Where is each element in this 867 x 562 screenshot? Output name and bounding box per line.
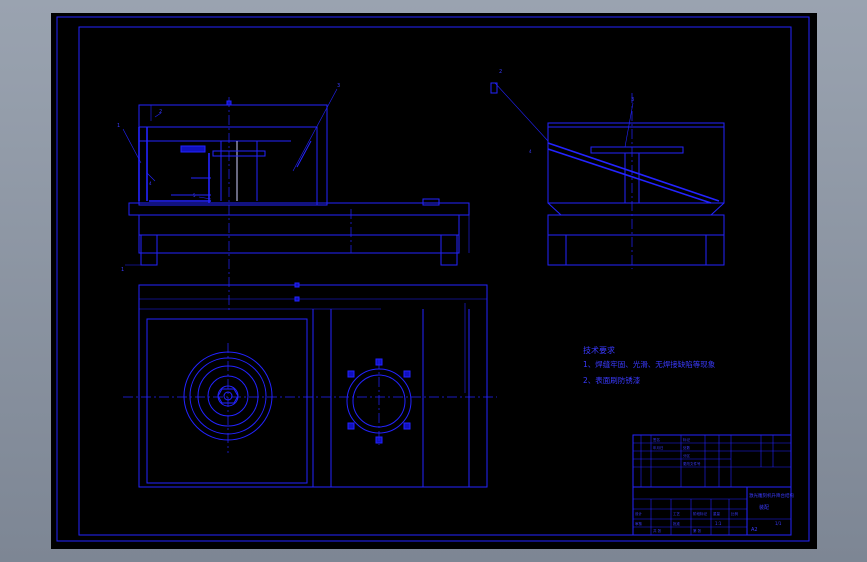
svg-text:比例: 比例 [731, 511, 739, 516]
svg-text:2: 2 [159, 109, 162, 115]
svg-text:第 张: 第 张 [693, 528, 702, 533]
svg-text:3: 3 [337, 83, 340, 89]
svg-text:1: 1 [121, 267, 124, 273]
tech-line-1: 1、焊缝牢固、光滑、无焊接缺陷等现象 [583, 359, 716, 369]
inner-frame [78, 26, 792, 536]
svg-text:3: 3 [631, 97, 634, 103]
svg-text:2: 2 [499, 69, 502, 75]
svg-text:1/1: 1/1 [775, 521, 782, 526]
svg-text:A2: A2 [751, 527, 758, 533]
svg-text:共 张: 共 张 [653, 528, 662, 533]
svg-text:签名: 签名 [653, 437, 660, 442]
svg-text:4: 4 [149, 181, 152, 186]
drawing-canvas[interactable]: 1 2 3 4 5 1 [51, 13, 817, 549]
svg-text:重量: 重量 [713, 511, 721, 516]
svg-text:工艺: 工艺 [673, 511, 681, 516]
front-view: 1 2 3 4 5 1 [117, 83, 470, 313]
title-block: 标记 处数 分区 更改文件号 签名 年月日 设计 审核 工艺 批准 阶段标记 重… [632, 434, 794, 536]
svg-text:审核: 审核 [635, 521, 643, 526]
technical-requirements: 技术要求 1、焊缝牢固、光滑、无焊接缺陷等现象 2、表面刷防锈漆 [583, 345, 716, 385]
top-view [123, 282, 497, 488]
side-view: 2 3 4 [490, 69, 725, 269]
svg-text:处数: 处数 [683, 445, 691, 450]
svg-text:批准: 批准 [673, 521, 681, 526]
svg-text:设计: 设计 [635, 511, 643, 516]
drawing-name: 激光雕刻机升降台结构 [749, 492, 794, 499]
outer-frame [56, 16, 810, 542]
drawing-subtitle: 装配 [759, 504, 769, 511]
svg-text:更改文件号: 更改文件号 [683, 461, 701, 466]
svg-text:5: 5 [193, 193, 196, 198]
svg-text:分区: 分区 [683, 453, 691, 458]
tech-title: 技术要求 [583, 345, 615, 355]
svg-text:年月日: 年月日 [653, 445, 664, 450]
engineering-drawing: 1 2 3 4 5 1 [56, 16, 810, 542]
svg-text:标记: 标记 [683, 437, 691, 442]
tech-line-2: 2、表面刷防锈漆 [583, 375, 641, 385]
svg-text:1:1: 1:1 [715, 521, 722, 526]
svg-text:1: 1 [117, 123, 120, 129]
svg-text:阶段标记: 阶段标记 [693, 511, 707, 516]
svg-text:4: 4 [529, 149, 532, 154]
